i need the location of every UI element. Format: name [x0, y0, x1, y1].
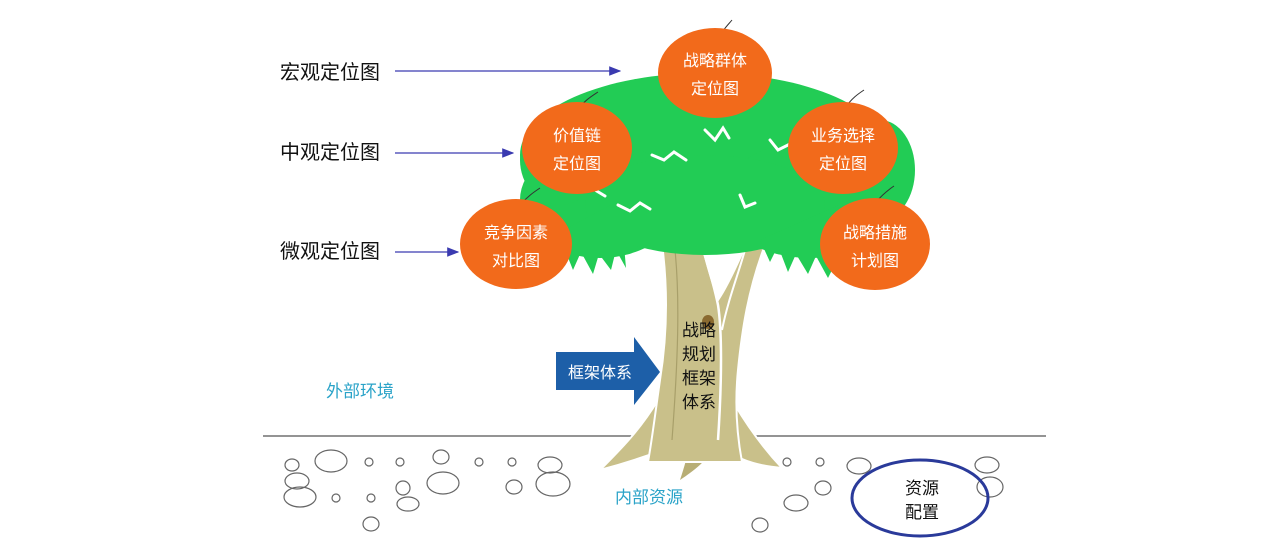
external-env-label: 外部环境: [326, 382, 394, 402]
fruit-group-line2: 定位图: [691, 79, 739, 98]
level-meso-label: 中观定位图: [280, 140, 380, 164]
fruit-group: 战略群体 定位图: [658, 19, 772, 118]
fruit-business-line2: 定位图: [819, 154, 867, 173]
fruit-measures-line1: 战略措施: [843, 223, 907, 242]
framework-arrow: 框架体系: [556, 337, 660, 405]
fruit-business: 业务选择 定位图: [788, 89, 898, 194]
trunk-text: 战略 规划 框架 体系: [682, 321, 716, 413]
trunk-text-line3: 框架: [682, 369, 716, 389]
fruit-competition: 竞争因素 对比图: [460, 187, 572, 289]
fruit-business-line1: 业务选择: [811, 126, 875, 145]
framework-arrow-label: 框架体系: [568, 363, 632, 382]
resource-allocation-line1: 资源: [905, 479, 939, 499]
tree-trunk: [646, 229, 767, 463]
trunk-text-line1: 战略: [682, 321, 716, 341]
fruit-measures-line2: 计划图: [851, 251, 899, 270]
leaf-highlights: [593, 125, 792, 213]
trunk-text-line2: 规划: [682, 345, 716, 365]
level-macro-label: 宏观定位图: [280, 60, 380, 84]
fruit-competition-line2: 对比图: [492, 251, 540, 270]
fruit-competition-line1: 竞争因素: [484, 223, 548, 242]
fruit-value-chain-line1: 价值链: [553, 126, 601, 145]
resource-allocation-line2: 配置: [905, 503, 939, 523]
fruit-value-chain-line2: 定位图: [553, 154, 601, 173]
fruit-group-line1: 战略群体: [683, 51, 747, 70]
pebbles: [283, 449, 1004, 533]
trunk-text-line4: 体系: [682, 393, 716, 413]
level-micro-label: 微观定位图: [280, 239, 380, 263]
resource-allocation: 资源 配置: [850, 458, 990, 538]
fruit-value-chain: 价值链 定位图: [522, 91, 632, 194]
internal-resources-label: 内部资源: [615, 488, 683, 508]
fruit-measures: 战略措施 计划图: [820, 185, 930, 290]
